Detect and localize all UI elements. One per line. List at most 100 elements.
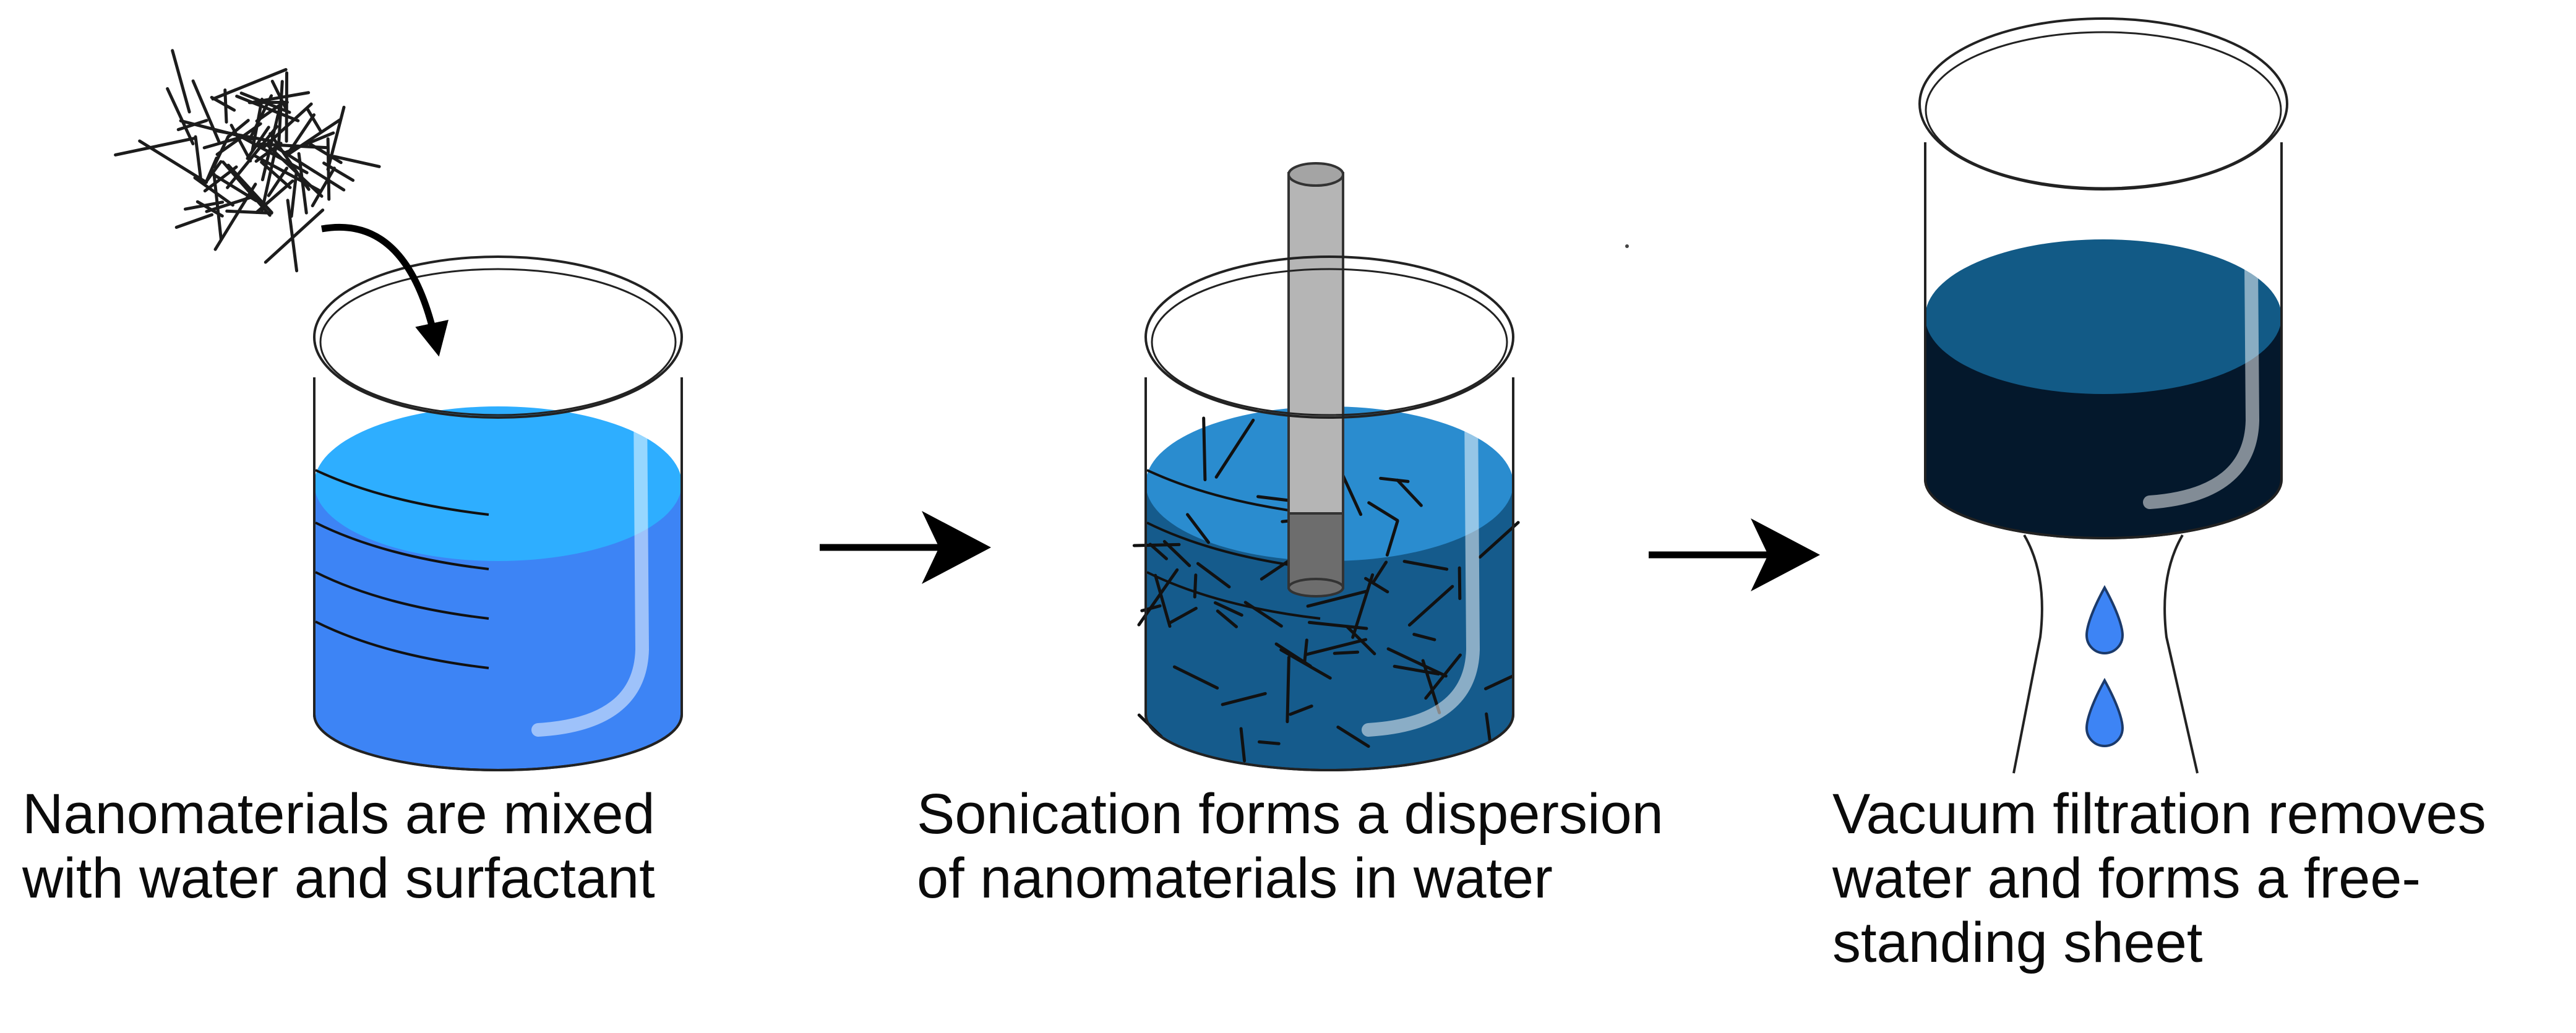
nanofiber-stroke <box>286 118 342 156</box>
dispersed-fiber <box>1393 664 1440 676</box>
dispersed-fiber <box>1196 562 1231 589</box>
dispersed-fiber <box>1193 573 1198 599</box>
dispersed-fiber <box>1458 566 1462 601</box>
nanofiber-stroke <box>235 95 300 122</box>
process-arrow-2 <box>1649 518 1820 591</box>
nanofiber-stroke <box>193 176 234 207</box>
dispersed-fiber <box>1396 478 1423 507</box>
glass-reflection <box>2143 179 2260 509</box>
dispersed-fiber <box>1186 513 1210 544</box>
dispersed-fiber <box>1214 418 1255 479</box>
nanofiber-stroke <box>194 135 202 179</box>
dispersed-fiber <box>1367 501 1399 522</box>
dispersed-fiber <box>1379 476 1410 483</box>
dispersed-fiber <box>1279 648 1332 680</box>
funnel-rim <box>1918 17 2288 191</box>
graduation-marks <box>315 469 489 669</box>
dispersed-fiber <box>1478 521 1520 559</box>
funnel-stem <box>2012 534 2043 774</box>
dispersed-fiber <box>1307 620 1368 630</box>
nanofiber-stroke <box>191 79 221 144</box>
dispersed-fiber <box>1336 726 1370 748</box>
nanofiber-stroke <box>204 160 223 185</box>
nanofiber-stroke <box>166 87 195 145</box>
dispersed-fiber <box>1221 692 1267 706</box>
nanofiber-stroke <box>226 163 273 215</box>
nanofiber-stroke <box>215 122 262 156</box>
dispersed-fiber <box>1286 656 1290 724</box>
dispersed-fiber <box>1148 542 1168 560</box>
droplet-icon <box>2085 585 2124 654</box>
dispersed-fiber <box>1289 704 1313 716</box>
dispersed-fiber <box>1385 519 1399 557</box>
dispersed-fiber <box>1304 638 1368 656</box>
sonicator-probe-icon <box>1287 162 1344 598</box>
dispersed-fiber <box>1239 727 1247 763</box>
dispersed-fiber <box>1421 659 1441 714</box>
beaker-wall <box>1144 377 1514 771</box>
nanofiber-stroke <box>270 79 290 114</box>
nanofiber-stroke <box>290 170 298 218</box>
funnel-wall <box>1924 142 2283 539</box>
dispersed-fiber <box>1132 542 1181 547</box>
process-arrow-1 <box>820 511 991 584</box>
dispersed-fiber <box>1333 650 1360 655</box>
nanofiber-stroke <box>238 134 309 174</box>
glass-reflection <box>1362 401 1480 737</box>
nanofiber-stroke <box>171 49 191 114</box>
beaker-rim <box>1144 255 1514 419</box>
beaker-mixing <box>313 255 683 771</box>
dispersed-fiber <box>1202 416 1207 481</box>
dispersed-fiber <box>1407 585 1454 627</box>
nanofiber-stroke <box>260 105 282 182</box>
nanofiber-stroke <box>332 155 381 168</box>
nanofiber-stroke <box>225 209 273 215</box>
nanofiber-stroke <box>285 113 316 156</box>
nanofiber-stroke <box>174 213 214 229</box>
nanofiber-stroke <box>262 102 313 150</box>
nanofiber-stroke <box>226 119 250 139</box>
water-surface <box>314 406 682 561</box>
nanofiber-stroke <box>210 95 236 112</box>
dispersed-fiber <box>1483 674 1514 690</box>
droplet-icon <box>2085 677 2124 747</box>
nanofiber-stroke <box>255 101 284 123</box>
nanofiber-stroke <box>311 166 336 208</box>
curved-add-arrow <box>321 223 449 357</box>
nanofiber-stroke <box>202 136 240 150</box>
nanofiber-stroke <box>308 142 343 165</box>
dispersed-fiber <box>1402 560 1449 571</box>
dispersed-fiber <box>1256 495 1290 502</box>
nanofiber-stroke <box>265 143 324 198</box>
nanofiber-stroke <box>254 142 283 163</box>
filter-surface <box>1925 239 2282 394</box>
nanomaterial-bundle-icon <box>114 49 381 273</box>
nanofiber-stroke <box>286 199 299 273</box>
dispersed-fiber <box>1257 740 1281 745</box>
step-3-caption: Vacuum filtration removes water and form… <box>1832 782 2486 974</box>
nanofiber-stroke <box>306 108 322 133</box>
vacuum-filtration-funnel <box>1918 17 2288 774</box>
dispersed-fiber <box>1386 647 1448 678</box>
dispersed-fiber <box>1168 606 1198 625</box>
beaker-sonication <box>1132 162 1520 771</box>
dispersed-fiber <box>1172 665 1219 690</box>
dispersed-fiber <box>1213 601 1243 617</box>
dispersed-fiber <box>1216 609 1239 628</box>
step-1-caption: Nanomaterials are mixed with water and s… <box>22 782 655 910</box>
nanofiber-stroke <box>326 105 346 171</box>
nanofiber-stroke <box>246 126 270 160</box>
nanofiber-stroke <box>212 135 230 169</box>
beaker-rim <box>313 255 683 419</box>
beaker-wall <box>313 377 683 771</box>
glass-reflection <box>531 401 650 737</box>
dispersed-fiber <box>1372 560 1388 583</box>
dispersed-fiber <box>1412 633 1436 641</box>
nanofiber-stroke <box>138 139 208 184</box>
dispersed-fiber <box>1303 638 1308 664</box>
dispersed-fiber <box>1154 573 1172 628</box>
dispersed-fiber <box>1243 601 1283 628</box>
nanofiber-stroke <box>264 208 325 264</box>
